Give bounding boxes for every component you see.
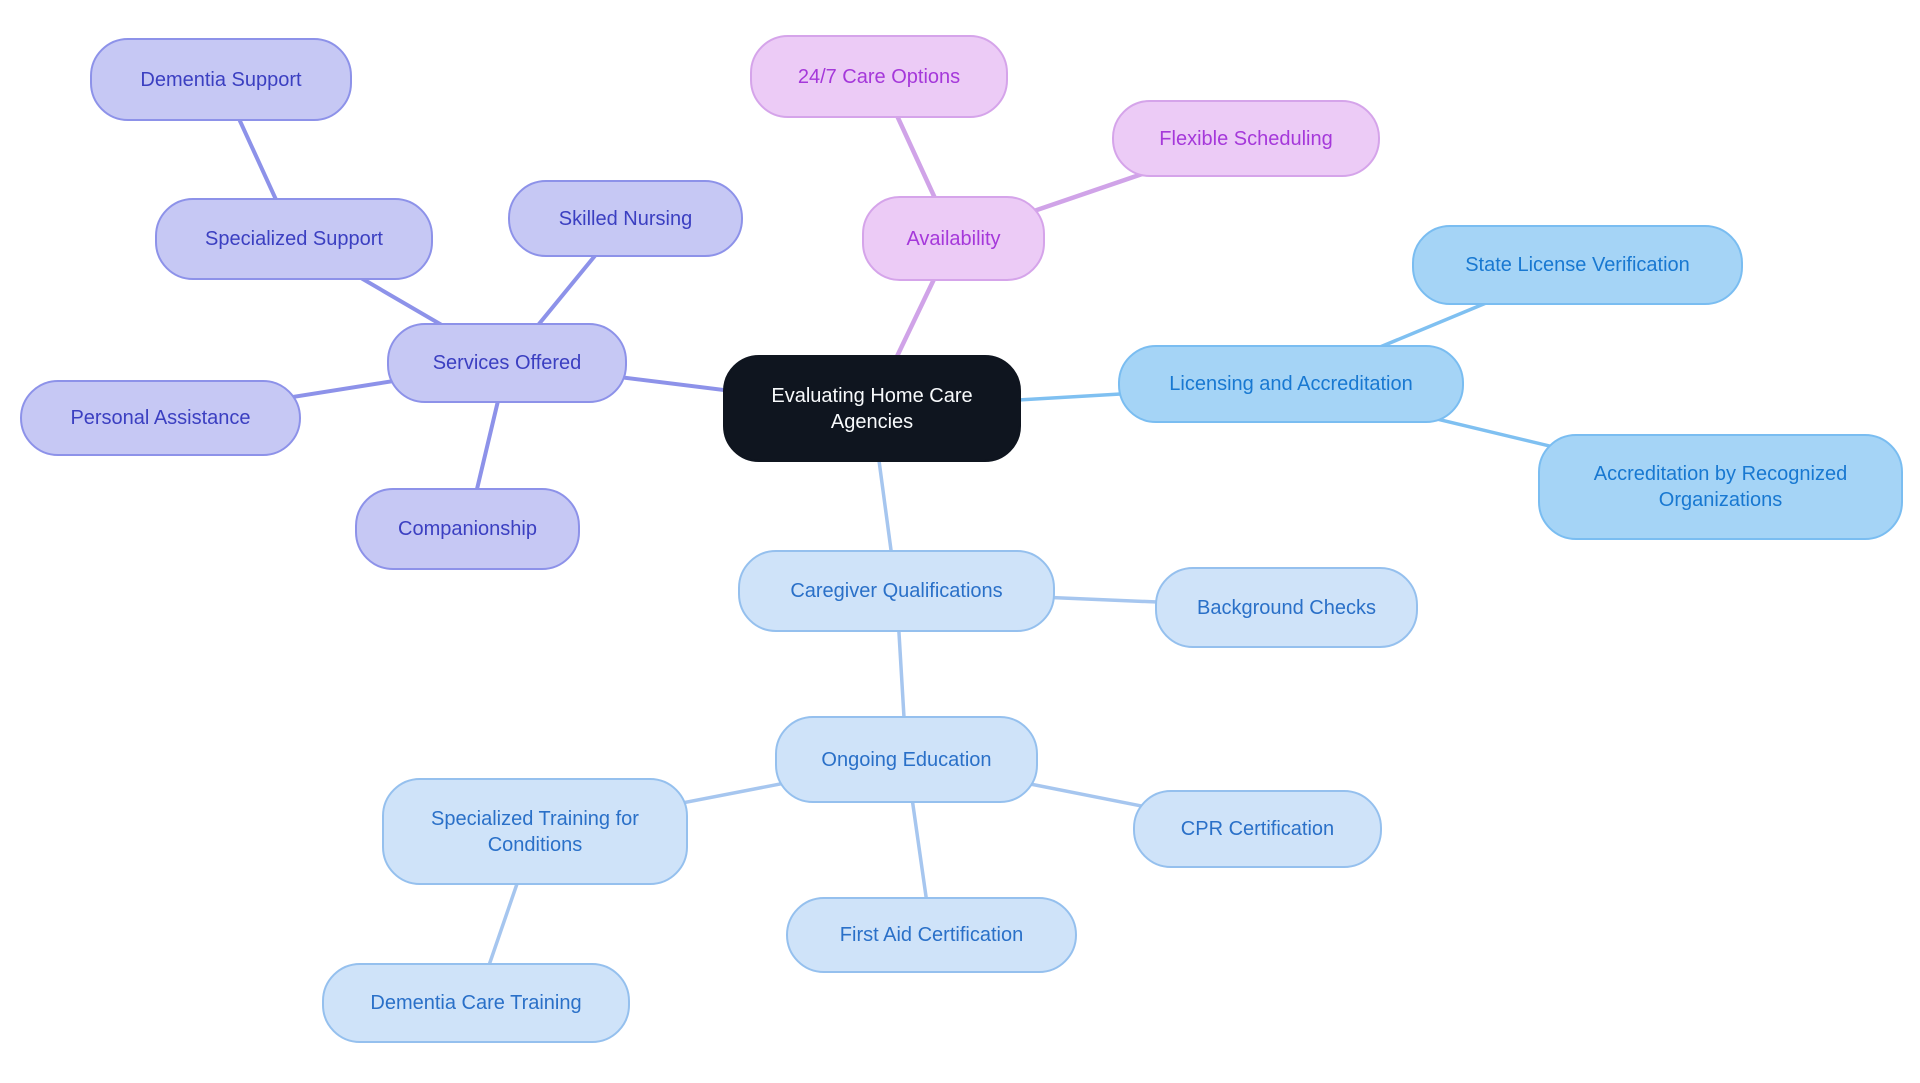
node-label-accreditation: Accreditation by Recognized Organization… xyxy=(1593,463,1848,511)
node-label-care-247: 24/7 Care Options xyxy=(797,65,961,88)
mindmap-node-companionship[interactable]: Companionship xyxy=(355,488,580,570)
node-label-dementia-support: Dementia Support xyxy=(140,68,302,91)
node-label-services-offered: Services Offered xyxy=(432,352,582,374)
node-label-dementia-care-training: Dementia Care Training xyxy=(370,992,582,1014)
mindmap-node-skilled-nursing[interactable]: Skilled Nursing xyxy=(508,180,743,257)
mindmap-node-cpr-certification[interactable]: CPR Certification xyxy=(1133,790,1382,868)
node-label-first-aid: First Aid Certification xyxy=(839,924,1024,946)
mindmap-node-caregiver-qualifications[interactable]: Caregiver Qualifications xyxy=(738,550,1055,632)
mindmap-node-first-aid[interactable]: First Aid Certification xyxy=(786,897,1077,973)
node-label-specialized-training: Specialized Training for Conditions xyxy=(431,807,639,856)
mindmap-node-licensing[interactable]: Licensing and Accreditation xyxy=(1118,345,1464,423)
mindmap-node-services-offered[interactable]: Services Offered xyxy=(387,323,627,403)
mindmap-node-dementia-support[interactable]: Dementia Support xyxy=(90,38,352,121)
mindmap-node-accreditation[interactable]: Accreditation by Recognized Organization… xyxy=(1538,434,1903,540)
node-label-skilled-nursing: Skilled Nursing xyxy=(558,207,693,230)
mindmap-node-state-license[interactable]: State License Verification xyxy=(1412,225,1743,305)
mindmap-node-flexible-scheduling[interactable]: Flexible Scheduling xyxy=(1112,100,1380,177)
node-label-central: Evaluating Home Care Agencies xyxy=(771,384,973,433)
node-label-background-checks: Background Checks xyxy=(1197,596,1376,619)
mindmap-node-care-247[interactable]: 24/7 Care Options xyxy=(750,35,1008,118)
mindmap-node-central[interactable]: Evaluating Home Care Agencies xyxy=(723,355,1021,462)
mindmap-node-specialized-training[interactable]: Specialized Training for Conditions xyxy=(382,778,688,885)
mindmap-node-personal-assistance[interactable]: Personal Assistance xyxy=(20,380,301,456)
mindmap-node-dementia-care-training[interactable]: Dementia Care Training xyxy=(322,963,630,1043)
node-label-availability: Availability xyxy=(906,227,1001,250)
node-label-personal-assistance: Personal Assistance xyxy=(70,407,251,429)
node-label-cpr-certification: CPR Certification xyxy=(1180,818,1335,840)
node-label-specialized-support: Specialized Support xyxy=(205,228,383,250)
node-label-ongoing-education: Ongoing Education xyxy=(821,748,992,771)
mindmap-node-specialized-support[interactable]: Specialized Support xyxy=(155,198,433,280)
mindmap-node-ongoing-education[interactable]: Ongoing Education xyxy=(775,716,1038,803)
node-label-companionship: Companionship xyxy=(398,518,537,540)
mindmap-node-background-checks[interactable]: Background Checks xyxy=(1155,567,1418,648)
node-label-licensing: Licensing and Accreditation xyxy=(1169,373,1413,395)
mindmap-node-availability[interactable]: Availability xyxy=(862,196,1045,281)
node-label-caregiver-qualifications: Caregiver Qualifications xyxy=(790,580,1003,602)
node-label-flexible-scheduling: Flexible Scheduling xyxy=(1159,127,1333,150)
node-label-state-license: State License Verification xyxy=(1465,254,1690,276)
